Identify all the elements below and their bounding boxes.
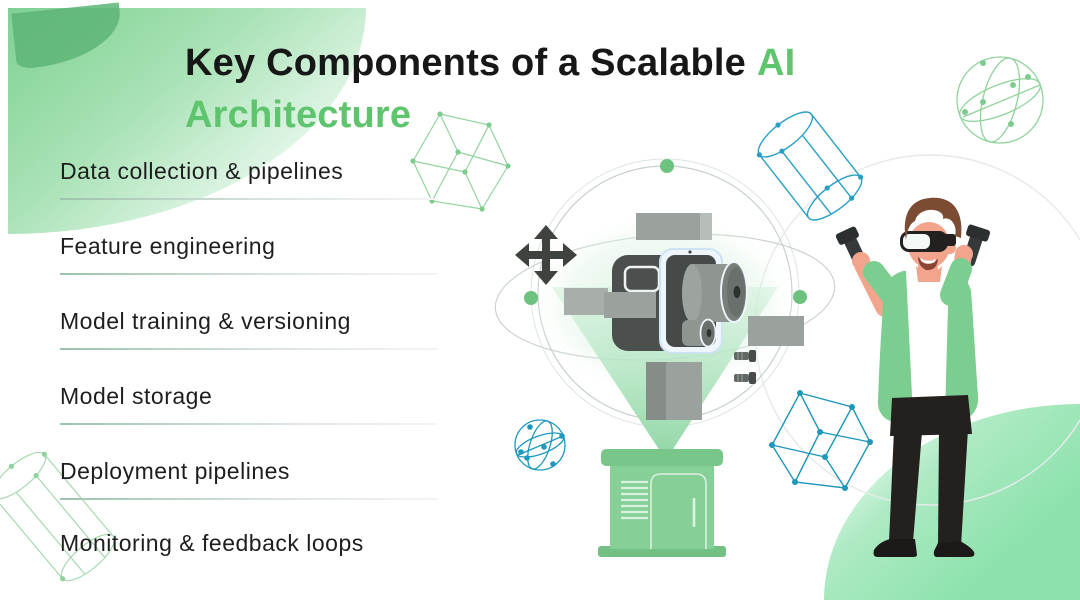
list-item-label: Deployment pipelines bbox=[60, 458, 290, 484]
list-item-divider bbox=[60, 498, 438, 500]
pedestal-vents bbox=[621, 480, 648, 520]
move-icon bbox=[515, 225, 577, 285]
background-blob-bottom-right bbox=[824, 404, 1080, 600]
list-item-label: Monitoring & feedback loops bbox=[60, 530, 364, 556]
list-item-label: Model storage bbox=[60, 383, 213, 409]
list-item: Deployment pipelines bbox=[60, 456, 438, 500]
wireframe-cube-blue-icon bbox=[769, 390, 873, 491]
vr-controller-right bbox=[962, 224, 991, 267]
camera-lens-small bbox=[682, 318, 717, 348]
wireframe-sphere-blue-icon bbox=[514, 419, 566, 471]
face bbox=[908, 222, 950, 268]
list-item: Model training & versioning bbox=[60, 306, 438, 350]
list-item-label: Model training & versioning bbox=[60, 308, 351, 334]
mouth bbox=[918, 257, 938, 271]
shirt-right bbox=[945, 271, 979, 420]
hologram-camera-icon bbox=[604, 248, 756, 384]
pedestal-door bbox=[650, 473, 707, 549]
hologram-glow bbox=[527, 209, 803, 401]
vr-controller-left bbox=[835, 226, 867, 268]
list-item: Model storage bbox=[60, 381, 438, 425]
screw-icons bbox=[734, 350, 756, 384]
pedestal-icon bbox=[598, 449, 726, 557]
shirt-left bbox=[877, 271, 913, 422]
orbit-dots bbox=[524, 159, 807, 305]
list-item-divider bbox=[60, 198, 438, 200]
floating-parts bbox=[564, 213, 804, 420]
tshirt bbox=[896, 274, 960, 402]
orbit-rings-icon bbox=[494, 158, 836, 428]
title-line-2: Architecture bbox=[185, 94, 412, 137]
title-ai-highlight: AI bbox=[756, 42, 796, 85]
list-item-label: Feature engineering bbox=[60, 233, 276, 259]
title-black: Key Components of a Scalable bbox=[185, 42, 746, 85]
list-item: Data collection & pipelines bbox=[60, 156, 438, 200]
list-item-divider bbox=[60, 348, 438, 350]
hologram-beam-icon bbox=[552, 287, 778, 460]
list-item: Monitoring & feedback loops bbox=[60, 528, 438, 558]
vr-headset-icon bbox=[900, 231, 956, 252]
list-item: Feature engineering bbox=[60, 231, 438, 275]
hair bbox=[904, 197, 962, 240]
list-item-label: Data collection & pipelines bbox=[60, 158, 344, 184]
list-item-divider bbox=[60, 423, 438, 425]
wireframe-sphere-green-icon bbox=[956, 56, 1044, 144]
list-item-divider bbox=[60, 273, 438, 275]
camera-lens-large bbox=[682, 261, 748, 323]
